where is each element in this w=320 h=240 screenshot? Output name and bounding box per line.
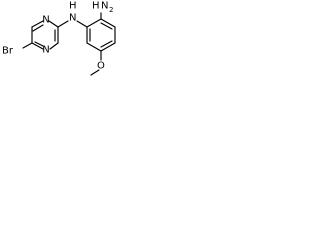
bond [100, 40, 113, 48]
bond [31, 42, 44, 50]
linker-n-label: N [69, 13, 76, 24]
phenyl-ring [86, 18, 116, 52]
bond [48, 20, 59, 28]
amine-h-label: H [92, 1, 100, 12]
bond [49, 42, 59, 50]
chemical-structure-diagram: Br N N H N H N 2 O [2, 1, 116, 76]
linker-h-label: H [69, 1, 77, 12]
pyrazine-n-lower-label: N [42, 45, 49, 56]
amine-subscript: 2 [109, 6, 113, 14]
pyrazine-ring [31, 20, 59, 50]
bond [86, 18, 102, 28]
bond [31, 20, 44, 28]
bond [32, 24, 44, 32]
bond [100, 22, 113, 30]
bond [86, 42, 102, 52]
amine-n-label: N [101, 1, 108, 12]
bond-c-nh [57, 20, 69, 28]
bond-nh-c [76, 20, 88, 28]
pyrazine-n-upper-label: N [42, 15, 49, 26]
bond [34, 41, 44, 47]
bond [100, 42, 116, 52]
methoxy-o-label: O [97, 61, 105, 72]
bromine-label: Br [2, 46, 14, 57]
bond [100, 18, 116, 28]
bond-o-ch3 [90, 69, 100, 76]
bond-c-br [22, 42, 33, 49]
structure-canvas: Br N N H N H N 2 O [0, 0, 156, 87]
